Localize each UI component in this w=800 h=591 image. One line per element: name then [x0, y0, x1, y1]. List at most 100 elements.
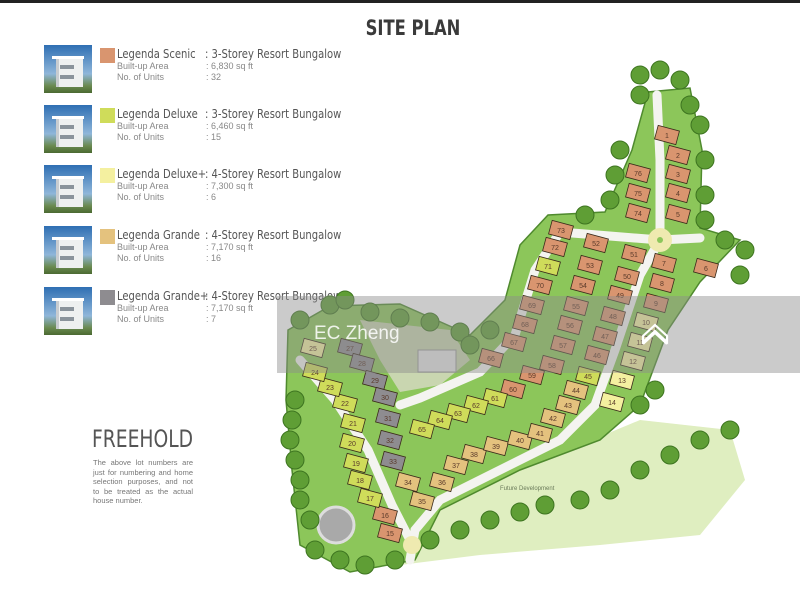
tree-icon — [695, 185, 715, 205]
tree-icon — [335, 290, 355, 310]
area-value: : 7,170 sq ft — [206, 242, 254, 252]
lot-number: 50 — [623, 274, 631, 281]
lot-41 — [527, 422, 553, 444]
lot-number: 23 — [326, 385, 334, 392]
lot-46 — [584, 344, 610, 366]
tree-icon — [450, 322, 470, 342]
watermark-logo-icon — [641, 323, 669, 345]
tree-icon — [660, 445, 680, 465]
lot-13 — [609, 369, 635, 391]
units-label: No. of Units — [117, 132, 165, 142]
tree-icon — [282, 410, 302, 430]
lot-16 — [372, 504, 398, 526]
tree-icon — [355, 555, 375, 575]
tree-icon — [390, 308, 410, 328]
units-value: : 32 — [206, 72, 222, 82]
bungalow-thumbnail — [44, 165, 92, 213]
lot-22 — [332, 392, 358, 414]
lot-35 — [409, 490, 435, 512]
legend-type: : 3-Storey Resort Bungalow — [205, 46, 342, 61]
tenure-heading: FREEHOLD — [92, 425, 194, 453]
units-label: No. of Units — [117, 314, 165, 324]
lot-number: 22 — [341, 401, 349, 408]
lot-49 — [607, 284, 633, 306]
tree-icon — [735, 240, 755, 260]
lot-number: 9 — [654, 301, 658, 308]
lot-45 — [575, 365, 601, 387]
lot-number: 58 — [548, 363, 556, 370]
lot-37 — [443, 454, 469, 476]
tree-icon — [385, 550, 405, 570]
lot-number: 53 — [586, 263, 594, 270]
legend-type: : 4-Storey Resort Bungalow — [205, 288, 342, 303]
lot-number: 38 — [470, 452, 478, 459]
lot-number: 56 — [566, 323, 574, 330]
lot-56 — [557, 314, 583, 336]
tree-icon — [420, 530, 440, 550]
tree-icon — [285, 450, 305, 470]
legend-color-swatch — [100, 168, 115, 183]
page-title: SITE PLAN — [365, 16, 461, 40]
lot-5 — [665, 203, 691, 225]
pond — [316, 505, 356, 545]
tree-icon — [290, 490, 310, 510]
tree-icon — [575, 205, 595, 225]
lot-number: 68 — [521, 322, 529, 329]
lot-8 — [649, 272, 675, 294]
tree-icon — [720, 420, 740, 440]
lot-27 — [337, 337, 363, 359]
bungalow-thumbnail — [44, 287, 92, 335]
lot-14 — [599, 391, 625, 413]
legend-item: Legenda Deluxe : 3-Storey Resort Bungalo… — [44, 105, 344, 157]
tree-icon — [670, 70, 690, 90]
lot-number: 48 — [609, 314, 617, 321]
tree-icon — [690, 430, 710, 450]
area-label: Built-up Area — [117, 121, 169, 131]
lot-43 — [555, 394, 581, 416]
legend-name: Legenda Deluxe+ — [117, 166, 207, 181]
legend-item: Legenda Deluxe+ : 4-Storey Resort Bungal… — [44, 165, 344, 217]
lot-number: 8 — [660, 281, 664, 288]
lot-65 — [409, 418, 435, 440]
tree-icon — [360, 302, 380, 322]
lot-number: 61 — [491, 396, 499, 403]
lot-number: 72 — [551, 245, 559, 252]
units-label: No. of Units — [117, 253, 165, 263]
tree-icon — [480, 320, 500, 340]
lot-61 — [482, 387, 508, 409]
legend-item: Legenda Scenic : 3-Storey Resort Bungalo… — [44, 45, 344, 97]
lot-33 — [380, 450, 406, 472]
lot-number: 12 — [629, 359, 637, 366]
lot-number: 41 — [536, 431, 544, 438]
lot-44 — [563, 379, 589, 401]
lot-number: 66 — [487, 356, 495, 363]
tree-icon — [645, 380, 665, 400]
tree-icon — [610, 140, 630, 160]
top-border — [0, 0, 800, 3]
lot-number: 3 — [676, 172, 680, 179]
lot-53 — [577, 254, 603, 276]
lot-66 — [478, 347, 504, 369]
lot-57 — [550, 334, 576, 356]
lot-number: 14 — [608, 400, 616, 407]
lot-29 — [362, 369, 388, 391]
lot-number: 35 — [418, 499, 426, 506]
area-value: : 6,460 sq ft — [206, 121, 254, 131]
lot-number: 15 — [386, 531, 394, 538]
lot-17 — [357, 487, 383, 509]
lot-number: 65 — [418, 427, 426, 434]
tree-icon — [630, 65, 650, 85]
lot-2 — [665, 144, 691, 166]
clubhouse-building — [417, 349, 457, 373]
area-value: : 6,830 sq ft — [206, 61, 254, 71]
tree-icon — [450, 520, 470, 540]
lot-number: 75 — [634, 191, 642, 198]
lot-number: 59 — [528, 373, 536, 380]
lot-number: 39 — [492, 444, 500, 451]
lot-number: 36 — [438, 480, 446, 487]
lot-36 — [429, 471, 455, 493]
lot-4 — [665, 182, 691, 204]
lot-number: 69 — [528, 303, 536, 310]
lot-number: 1 — [665, 133, 669, 140]
lot-number: 67 — [510, 340, 518, 347]
